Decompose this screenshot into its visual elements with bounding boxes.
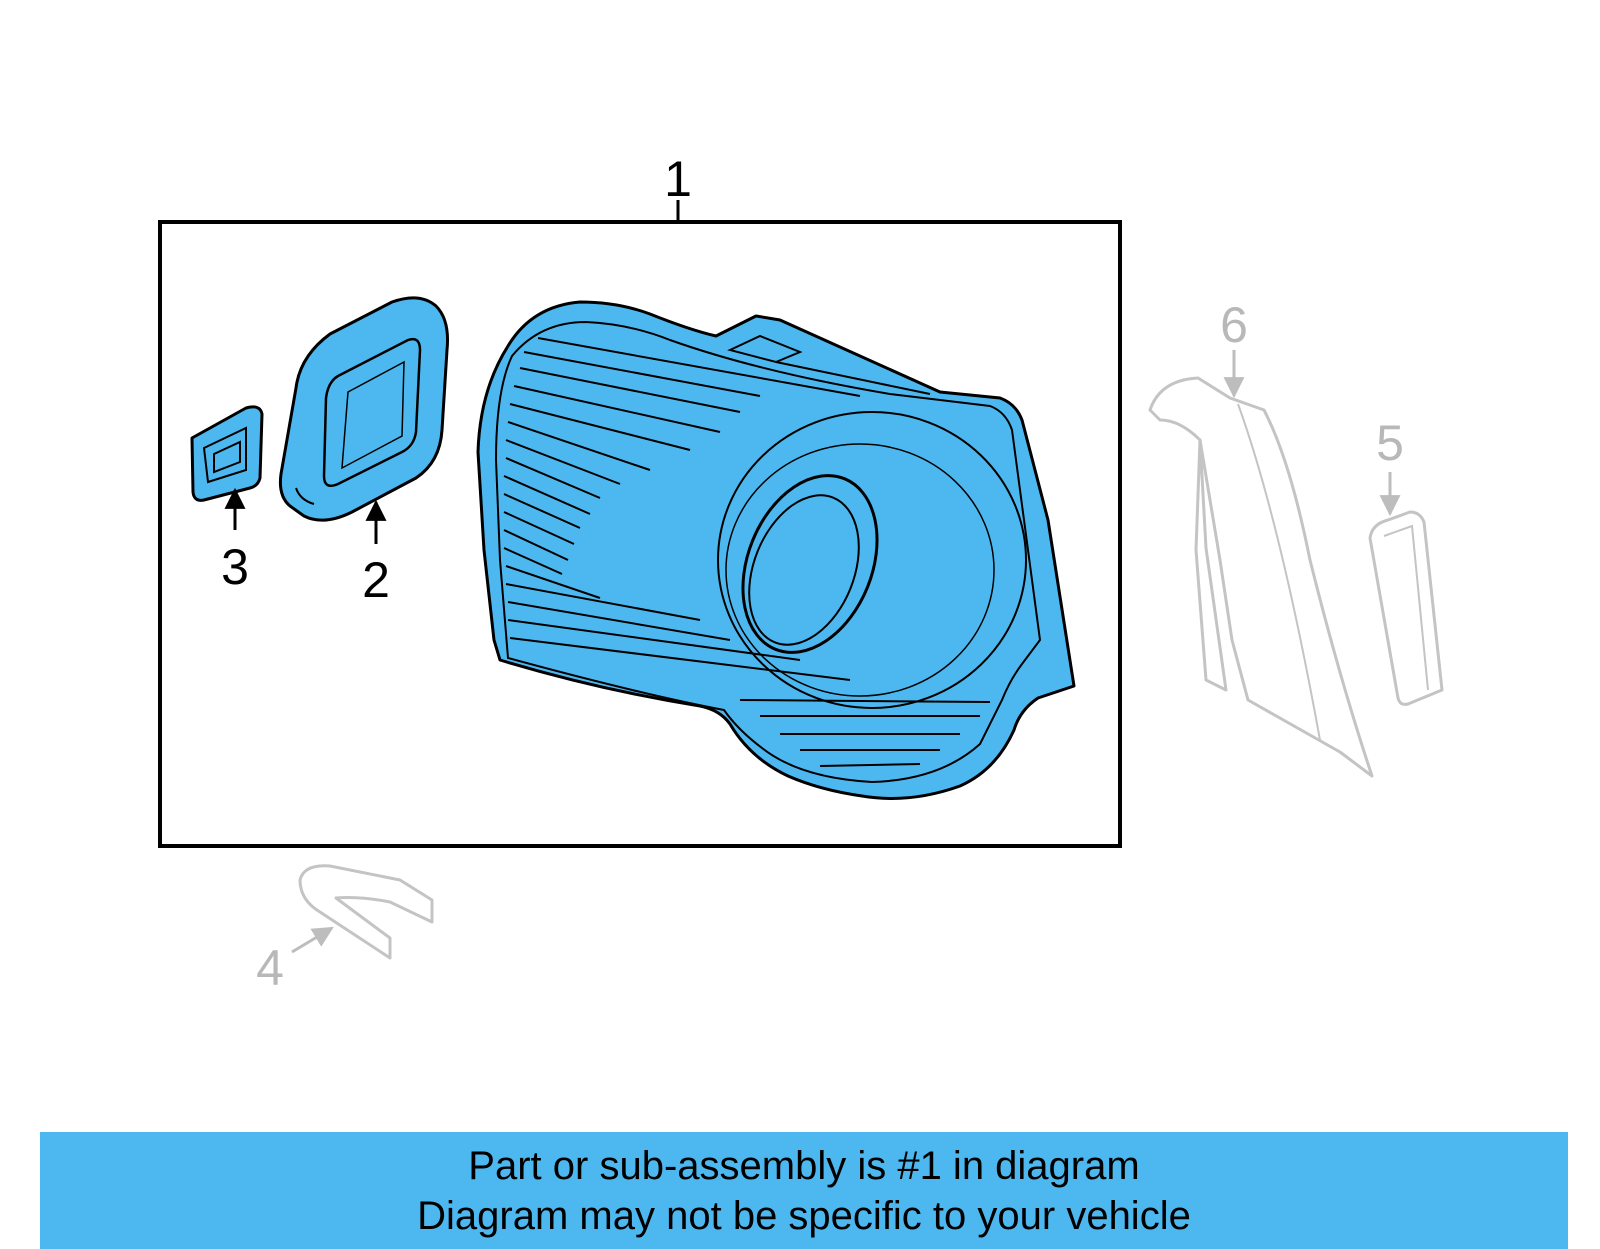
part-5-side-lens bbox=[1368, 510, 1444, 706]
part-2-gasket bbox=[278, 296, 449, 522]
callout-2: 2 bbox=[362, 552, 390, 608]
part-3-socket-seal bbox=[190, 405, 264, 502]
callout-5: 5 bbox=[1376, 415, 1404, 471]
assembly-box bbox=[158, 220, 1122, 848]
part-1-tail-lamp bbox=[476, 300, 1076, 800]
part-6-quarter-panel bbox=[1148, 376, 1374, 778]
part-4-trim bbox=[298, 864, 434, 960]
callout-1: 1 bbox=[664, 151, 692, 207]
lens-ribs bbox=[503, 337, 991, 767]
banner-line-2: Diagram may not be specific to your vehi… bbox=[417, 1193, 1191, 1238]
callout-leader-4 bbox=[291, 926, 334, 954]
callout-4: 4 bbox=[256, 940, 284, 996]
callout-3: 3 bbox=[221, 539, 249, 595]
banner-line-1: Part or sub-assembly is #1 in diagram bbox=[468, 1143, 1140, 1188]
info-banner: Part or sub-assembly is #1 in diagram Di… bbox=[40, 1132, 1568, 1249]
callout-6: 6 bbox=[1220, 297, 1248, 353]
